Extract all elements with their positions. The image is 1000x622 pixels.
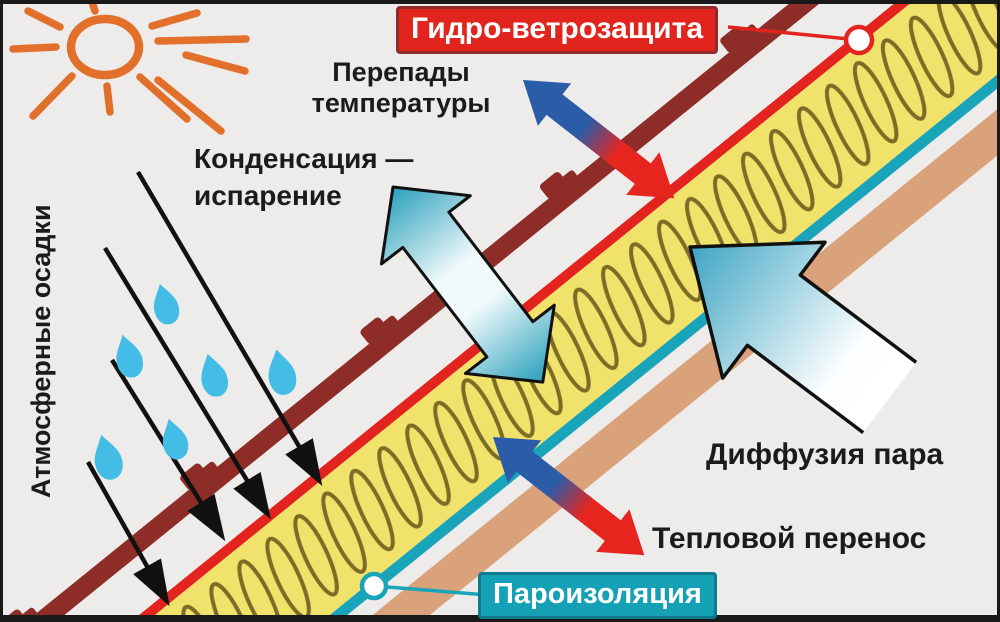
vapor-diffusion-arrow bbox=[688, 240, 918, 434]
temperature-swings-line2: температуры bbox=[311, 88, 491, 118]
hydro-wind-marker-circle bbox=[843, 24, 875, 56]
heat-transfer-label: Тепловой перенос bbox=[652, 522, 927, 555]
hydro-wind-protection-badge: Гидро-ветрозащита bbox=[396, 6, 719, 54]
rain-arrows bbox=[86, 170, 323, 607]
atmospheric-precipitation-label: Атмосферные осадки bbox=[26, 204, 56, 498]
rain-arrow bbox=[136, 170, 323, 486]
rain-arrow bbox=[86, 460, 170, 607]
vapor-barrier-badge: Пароизоляция bbox=[478, 572, 717, 619]
raindrop-icon bbox=[110, 331, 147, 381]
temperature-swings-label: Перепады температуры bbox=[255, 57, 547, 119]
temperature-swings-arrow bbox=[523, 80, 675, 199]
raindrops bbox=[88, 280, 300, 483]
condensation-line1: Конденсация — bbox=[194, 143, 414, 174]
heat-transfer-arrow bbox=[493, 437, 645, 556]
condensation-line2: испарение bbox=[194, 180, 342, 211]
vapor-diffusion-label: Диффузия пара bbox=[706, 438, 944, 471]
condensation-evaporation-label: Конденсация — испарение bbox=[194, 140, 413, 214]
temperature-swings-line1: Перепады bbox=[332, 57, 470, 87]
sun-icon bbox=[9, 0, 250, 135]
rain-arrow bbox=[110, 358, 226, 542]
raindrop-icon bbox=[195, 350, 232, 400]
vapor-barrier-marker-circle bbox=[359, 571, 389, 601]
rain-arrow bbox=[103, 246, 271, 520]
raindrop-icon bbox=[263, 346, 300, 398]
raindrop-icon bbox=[147, 280, 183, 328]
hydro-wind-connector bbox=[727, 24, 875, 56]
condensation-evaporation-arrow bbox=[379, 185, 556, 384]
